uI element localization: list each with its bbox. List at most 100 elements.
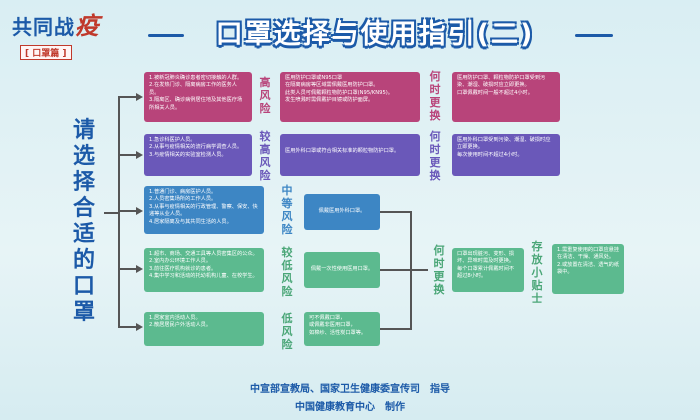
connector-line: [118, 210, 138, 212]
risk-label-char: 中: [281, 184, 293, 197]
logo-slogan: 共同战疫: [12, 6, 142, 41]
storage-tips-label: 存 放 小 贴 士: [528, 240, 546, 305]
relatively-low-risk-who-box: 1.超市、商场、交通工具等人员密集区的公众。 2.室内办公环境工作人员。 3.前…: [144, 248, 264, 292]
storage-label-char: 士: [531, 292, 543, 305]
connector-line: [118, 268, 138, 270]
who-item: 1.普通门诊、病房医护人员。: [149, 189, 217, 195]
relatively-high-risk-when-label: 何 时 更 换: [426, 130, 444, 182]
medium-risk-label: 中 等 风 险: [278, 184, 296, 236]
who-item: 1.超市、商场、交通工具等人员密集区的公众。: [149, 251, 258, 257]
who-item: 2.散居居民户外活动人员。: [149, 322, 212, 329]
high-risk-when-box: 医用防护口罩、颗粒物防护口罩受到污染、潮湿、破损时应立即更换。 口罩佩戴时间一般…: [452, 72, 560, 122]
risk-label-char: 低: [281, 259, 293, 272]
risk-label-char: 风: [281, 325, 293, 338]
bracket-spine: [118, 96, 120, 328]
mask-item: 发生喷溅时需佩戴护目镜或防护面屏。: [285, 97, 374, 104]
storage-item: 2.或放置在清洁、透气的纸袋中。: [557, 261, 620, 276]
title-decoration-right: [575, 34, 613, 37]
risk-label-char: 高: [259, 143, 271, 156]
when-label-char: 何: [429, 70, 441, 83]
shared-when-label: 何 时 更 换: [430, 244, 448, 296]
title-decoration-left: [148, 34, 184, 37]
storage-tips-box: 1.需重复使用的口罩应悬挂在清洁、干燥、通风处。 2.或放置在清洁、透气的纸袋中…: [552, 244, 624, 294]
who-item: 4.居家隔离及与其共同生活的人员。: [149, 218, 232, 225]
who-item: 2.室内办公环境工作人员。: [149, 258, 212, 265]
when-label-char: 更: [433, 270, 445, 283]
campaign-logo: 共同战疫 [ 口罩篇 ]: [12, 6, 142, 60]
low-risk-who-box: 1.居家室内活动人员。 2.散居居民户外活动人员。: [144, 312, 264, 346]
low-risk-mask-box: 可不佩戴口罩， 或佩戴非医用口罩， 如棉纱、活性炭口罩等。: [304, 312, 380, 346]
risk-label-char: 等: [281, 197, 293, 210]
connector-arrow: [136, 151, 143, 159]
mask-item: 医用外科口罩或符合相关标准的颗粒物防护口罩。: [285, 148, 400, 154]
connector-arrow: [136, 93, 143, 101]
when-label-char: 换: [429, 169, 441, 182]
risk-label-char: 风: [281, 210, 293, 223]
when-label-char: 何: [429, 130, 441, 143]
medium-risk-who-box: 1.普通门诊、病房医护人员。 2.人员密集场所的工作人员。 3.从事与疫情相关的…: [144, 186, 264, 234]
relatively-low-risk-label: 较 低 风 险: [278, 246, 296, 298]
relatively-high-risk-when-box: 医用外科口罩受到污染、潮湿、破损时应立即更换。 每次使用时间不超过4小时。: [452, 134, 560, 176]
mask-item: 如棉纱、活性炭口罩等。: [309, 329, 367, 336]
logo-subtitle: [ 口罩篇 ]: [20, 45, 72, 60]
merge-out-line: [410, 269, 428, 271]
connector-line: [118, 96, 138, 98]
risk-label-char: 险: [281, 285, 293, 298]
when-item: 口罩佩戴时间一般不超过4小时。: [457, 89, 533, 96]
high-risk-label: 高 风 险: [256, 76, 274, 115]
mask-item: 可不佩戴口罩，: [309, 315, 346, 321]
risk-label-char: 较: [281, 246, 293, 259]
when-item: 口罩出现脏污、变形、损坏、异味时需及时更换。: [457, 251, 515, 265]
who-item: 3.前往医疗机构就诊的患者。: [149, 265, 217, 272]
mask-item: 或佩戴非医用口罩，: [309, 322, 356, 329]
side-title: 请 选 择 合 适 的 口 罩: [68, 118, 100, 326]
high-risk-when-label: 何 时 更 换: [426, 70, 444, 122]
side-title-char: 请: [72, 118, 95, 143]
high-risk-mask-box: 医用防护口罩或N95口罩 在隔离病房等区域需佩戴医用防护口罩。 此类人员可佩戴颗…: [280, 72, 420, 122]
footer-producer: 中国健康教育中心 制作: [295, 402, 405, 413]
when-label-char: 时: [429, 143, 441, 156]
merge-line: [380, 328, 410, 330]
merge-line: [380, 269, 410, 271]
connector-line: [118, 154, 138, 156]
risk-label-char: 低: [281, 312, 293, 325]
when-item: 医用外科口罩受到污染、潮湿、破损时应立即更换。: [457, 137, 551, 151]
when-label-char: 换: [429, 109, 441, 122]
risk-label-char: 风: [281, 272, 293, 285]
when-label-char: 更: [429, 156, 441, 169]
storage-item: 1.需重复使用的口罩应悬挂在清洁、干燥、通风处。: [557, 247, 620, 261]
low-risk-label: 低 风 险: [278, 312, 296, 351]
side-title-char: 罩: [72, 300, 95, 325]
high-risk-who-box: 1.被新冠肺炎确诊患者密切接触的人群。 2.在发热门诊、隔离病房工作的医务人员。…: [144, 72, 252, 122]
relatively-low-risk-mask-box: 佩戴一次性使用医用口罩。: [304, 252, 380, 288]
side-title-char: 的: [72, 248, 95, 273]
when-item: 每次使用时间不超过4小时。: [457, 151, 523, 158]
risk-label-char: 险: [259, 169, 271, 182]
connector-arrow: [136, 323, 143, 331]
risk-label-char: 风: [259, 89, 271, 102]
risk-label-char: 险: [281, 338, 293, 351]
who-item: 1.被新冠肺炎确诊患者密切接触的人群。: [149, 75, 243, 81]
who-item: 3.从事与疫情相关的行政管理、警察、保安、快递等从业人员。: [149, 203, 258, 218]
footer-guidance: 中宣部宣教局、国家卫生健康委宣传司 指导: [250, 384, 450, 395]
who-item: 1.居家室内活动人员。: [149, 315, 201, 321]
connector-line: [118, 326, 138, 328]
medium-risk-mask-box: 佩戴医用外科口罩。: [304, 194, 380, 230]
side-title-char: 适: [72, 222, 95, 247]
storage-label-char: 小: [531, 266, 543, 279]
side-title-char: 选: [72, 144, 95, 169]
storage-label-char: 放: [531, 253, 543, 266]
mask-item: 医用防护口罩或N95口罩: [285, 75, 343, 81]
bracket-stem: [104, 212, 118, 214]
who-item: 1.急诊科医护人员。: [149, 137, 196, 143]
side-title-char: 合: [72, 196, 95, 221]
connector-arrow: [136, 207, 143, 215]
who-item: 3.与疫情相关的实验室检测人员。: [149, 151, 227, 158]
when-label-char: 时: [429, 83, 441, 96]
when-label-char: 更: [429, 96, 441, 109]
side-title-char: 择: [72, 170, 95, 195]
risk-label-char: 风: [259, 156, 271, 169]
relatively-high-risk-mask-box: 医用外科口罩或符合相关标准的颗粒物防护口罩。: [280, 134, 420, 176]
who-item: 2.在发热门诊、隔离病房工作的医务人员。: [149, 82, 237, 96]
mask-item: 佩戴一次性使用医用口罩。: [310, 266, 374, 272]
